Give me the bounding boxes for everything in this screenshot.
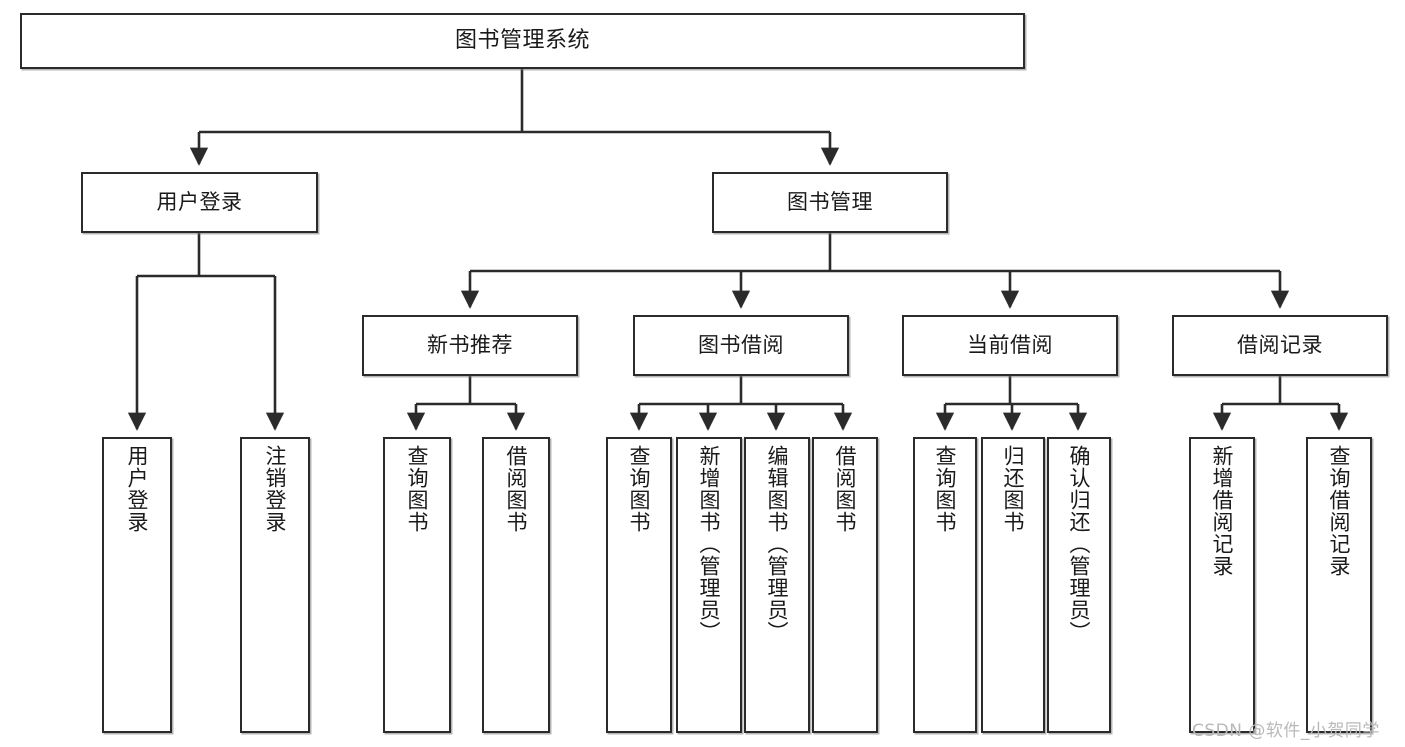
leaf-borrow-edit-book-label: 编辑图书（管理员）: [765, 445, 790, 643]
node-current-borrow[interactable]: 当前借阅: [902, 315, 1118, 376]
node-book-manage[interactable]: 图书管理: [712, 172, 948, 233]
leaf-borrow-edit-book[interactable]: 编辑图书（管理员）: [744, 437, 810, 733]
leaf-record-query-record[interactable]: 查询借阅记录: [1306, 437, 1372, 733]
leaf-current-query-book[interactable]: 查询图书: [913, 437, 977, 733]
leaf-newbook-borrow-book-label: 借阅图书: [504, 445, 529, 533]
leaf-borrow-add-book-label: 新增图书（管理员）: [697, 445, 722, 643]
node-borrow-record-label: 借阅记录: [1237, 333, 1323, 358]
leaf-record-add-record-label: 新增借阅记录: [1210, 445, 1235, 577]
leaf-record-query-record-label: 查询借阅记录: [1327, 445, 1352, 577]
node-root-label: 图书管理系统: [454, 28, 590, 54]
node-new-book-recommend[interactable]: 新书推荐: [362, 315, 578, 376]
node-user-login[interactable]: 用户登录: [81, 172, 318, 233]
leaf-newbook-query-book[interactable]: 查询图书: [383, 437, 451, 733]
leaf-record-add-record[interactable]: 新增借阅记录: [1189, 437, 1255, 733]
node-new-book-recommend-label: 新书推荐: [427, 333, 513, 358]
node-borrow-record[interactable]: 借阅记录: [1172, 315, 1388, 376]
leaf-current-return-book-label: 归还图书: [1001, 445, 1026, 533]
watermark: CSDN @软件_小贺同学: [1192, 721, 1380, 741]
leaf-borrow-borrow-book-label: 借阅图书: [833, 445, 858, 533]
leaf-current-confirm-return-label: 确认归还（管理员）: [1067, 445, 1092, 643]
leaf-user-login[interactable]: 用户登录: [102, 437, 172, 733]
leaf-borrow-borrow-book[interactable]: 借阅图书: [812, 437, 878, 733]
leaf-borrow-query-book-label: 查询图书: [627, 445, 652, 533]
leaf-newbook-query-book-label: 查询图书: [405, 445, 430, 533]
leaf-borrow-query-book[interactable]: 查询图书: [606, 437, 672, 733]
leaf-newbook-borrow-book[interactable]: 借阅图书: [482, 437, 550, 733]
node-user-login-label: 用户登录: [156, 190, 243, 215]
node-current-borrow-label: 当前借阅: [967, 333, 1053, 358]
leaf-user-login-label: 用户登录: [125, 445, 150, 533]
node-book-borrow[interactable]: 图书借阅: [633, 315, 849, 376]
leaf-logout[interactable]: 注销登录: [240, 437, 310, 733]
node-book-borrow-label: 图书借阅: [698, 333, 784, 358]
node-root[interactable]: 图书管理系统: [20, 13, 1025, 69]
leaf-current-confirm-return[interactable]: 确认归还（管理员）: [1047, 437, 1111, 733]
node-book-manage-label: 图书管理: [787, 190, 873, 215]
leaf-current-query-book-label: 查询图书: [933, 445, 958, 533]
leaf-current-return-book[interactable]: 归还图书: [981, 437, 1045, 733]
leaf-logout-label: 注销登录: [263, 445, 288, 533]
leaf-borrow-add-book[interactable]: 新增图书（管理员）: [676, 437, 742, 733]
